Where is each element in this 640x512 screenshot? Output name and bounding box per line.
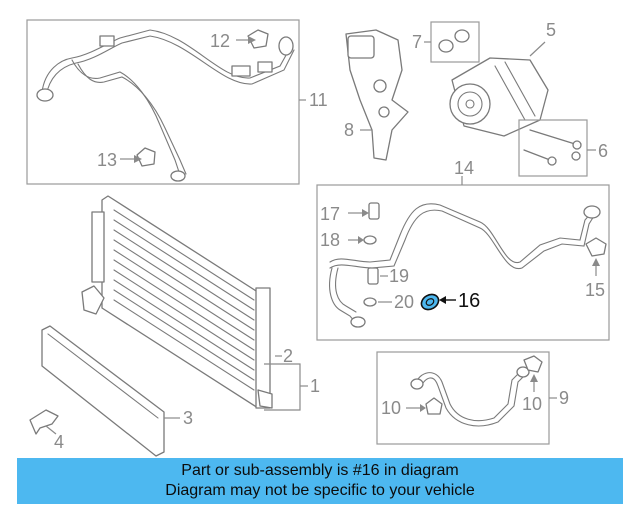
- info-banner: Part or sub-assembly is #16 in diagram D…: [17, 458, 623, 504]
- callout-2[interactable]: 2: [283, 346, 293, 366]
- ac-hose-line-lower: [71, 59, 181, 176]
- callout-7[interactable]: 7: [412, 32, 422, 52]
- clamp-10a-icon: [425, 397, 443, 415]
- callout-3[interactable]: 3: [183, 408, 193, 428]
- callout-1[interactable]: 1: [310, 376, 320, 396]
- callout-14[interactable]: 14: [454, 158, 474, 178]
- callout-4[interactable]: 4: [54, 432, 64, 452]
- part-4-small-bracket[interactable]: 4: [29, 409, 64, 452]
- pressure-sensor-17-icon: [368, 202, 380, 220]
- callout-11[interactable]: 11: [309, 90, 328, 110]
- part-8-mounting-bracket[interactable]: 8: [344, 29, 409, 161]
- callout-5[interactable]: 5: [546, 20, 556, 40]
- callout-16[interactable]: 16: [458, 290, 480, 312]
- callout-12[interactable]: 12: [210, 31, 230, 51]
- o-ring-18-icon: [363, 235, 377, 245]
- part-5-ac-compressor[interactable]: 5: [449, 20, 556, 137]
- callout-15[interactable]: 15: [585, 280, 605, 300]
- group-11-hose-assembly[interactable]: 12 13 11: [26, 19, 328, 185]
- callout-10a[interactable]: 10: [381, 398, 401, 418]
- group-14-frame: [316, 184, 610, 341]
- callout-8[interactable]: 8: [344, 120, 354, 140]
- clamp-10b-icon: [523, 355, 543, 373]
- banner-line-2: Diagram may not be specific to your vehi…: [165, 482, 475, 499]
- callout-20[interactable]: 20: [394, 292, 414, 312]
- callout-19[interactable]: 19: [389, 266, 409, 286]
- bracket-4-icon: [29, 409, 59, 435]
- callout-9[interactable]: 9: [559, 388, 569, 408]
- part-1-condenser[interactable]: 2 1: [81, 195, 320, 411]
- clamp-13-icon: [136, 147, 156, 167]
- callout-17[interactable]: 17: [320, 204, 340, 224]
- group-14-hose-assembly[interactable]: 14 17 18 19 20 15: [316, 158, 610, 341]
- refrigerant-hose-main: [329, 203, 593, 263]
- part-3-condenser-shield[interactable]: 3: [41, 325, 193, 457]
- callout-6[interactable]: 6: [598, 141, 608, 161]
- valve-19-icon: [367, 267, 379, 285]
- part-16-highlighted-seal[interactable]: 16: [419, 290, 481, 313]
- callout-18[interactable]: 18: [320, 230, 340, 250]
- part-6-bolt-set[interactable]: 6: [518, 119, 608, 177]
- o-ring-20-icon: [363, 297, 377, 307]
- group-9-hose-assembly[interactable]: 10 10 9: [376, 351, 569, 445]
- clamp-12-icon: [247, 29, 269, 49]
- ac-hose-line-upper: [41, 29, 291, 93]
- banner-line-1: Part or sub-assembly is #16 in diagram: [181, 462, 459, 479]
- callout-10b[interactable]: 10: [522, 394, 542, 414]
- part-7-seal-kit[interactable]: 7: [412, 21, 480, 63]
- seal-16-icon: [420, 293, 440, 311]
- group-11-frame: [26, 19, 300, 185]
- clamp-15-icon: [585, 237, 607, 257]
- callout-13[interactable]: 13: [97, 150, 117, 170]
